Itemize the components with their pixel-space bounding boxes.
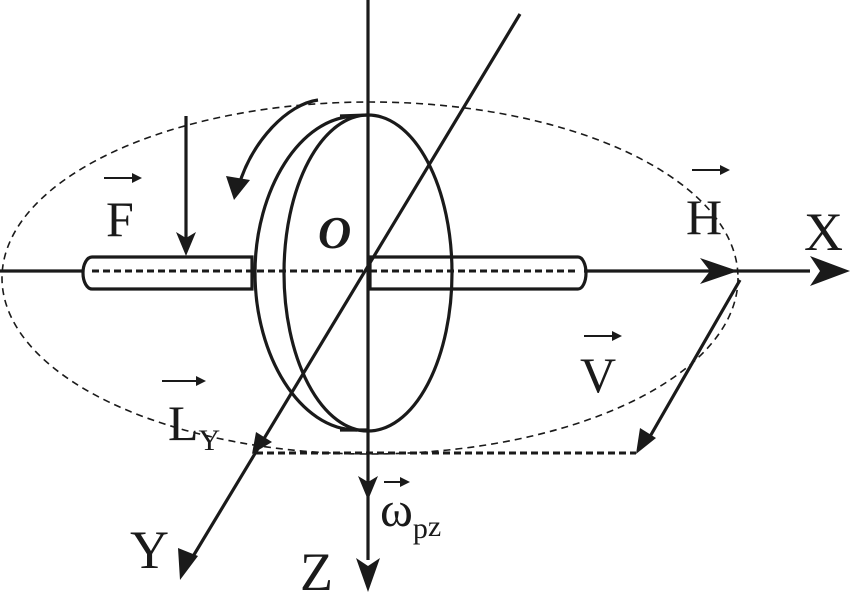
precession-path <box>1 101 739 455</box>
label-z-axis: Z <box>300 542 333 594</box>
vector-bars <box>104 165 730 487</box>
label-origin: O <box>318 207 351 258</box>
label-ly: LY <box>168 395 220 457</box>
force-arrow <box>176 116 196 256</box>
label-y-axis: Y <box>130 520 169 580</box>
label-f: F <box>106 191 134 247</box>
gyro-disc <box>253 113 454 433</box>
x-axis <box>0 256 850 286</box>
rotation-arrow <box>226 98 319 200</box>
z-axis-arrowhead <box>356 558 380 592</box>
z-axis <box>356 0 380 592</box>
label-omega: ωpz <box>380 481 441 545</box>
label-v: V <box>580 347 616 403</box>
omega-arrowhead <box>358 476 378 500</box>
y-axis <box>178 13 522 580</box>
label-x-axis: X <box>804 202 843 262</box>
h-vector-arrowhead <box>700 258 738 284</box>
velocity-vector <box>256 279 742 455</box>
shaft <box>81 255 588 291</box>
ly-arrowhead <box>252 432 272 454</box>
x-axis-arrowhead <box>810 256 850 286</box>
y-axis-arrowhead <box>178 548 198 580</box>
label-h: H <box>686 189 722 245</box>
